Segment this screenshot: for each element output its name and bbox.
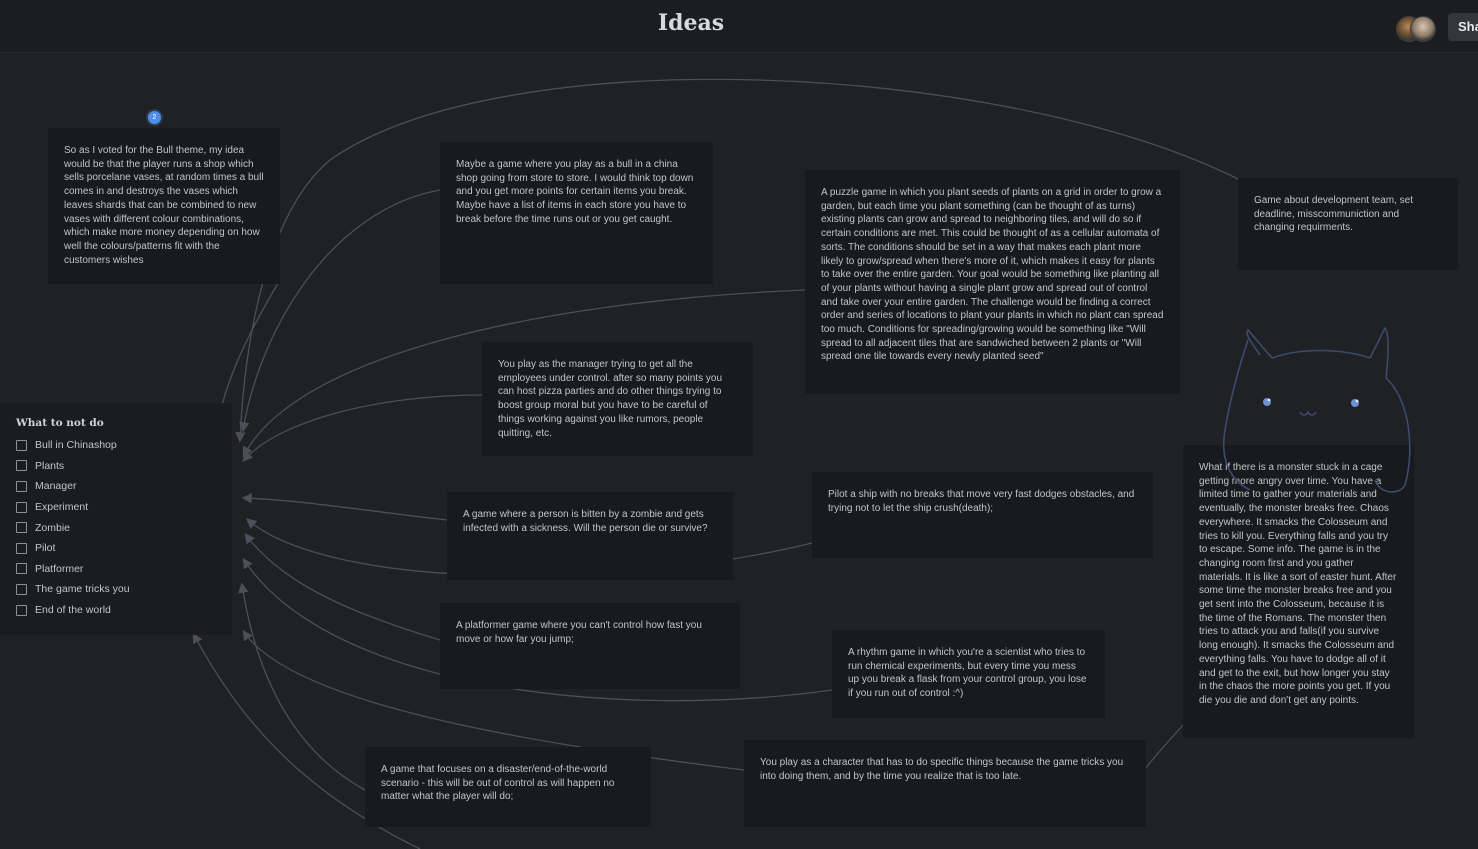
card-text: You play as the manager trying to get al…	[498, 359, 723, 439]
idea-card-rhythm[interactable]: A rhythm game in which you're a scientis…	[832, 630, 1105, 718]
checkbox[interactable]	[16, 604, 27, 616]
idea-card-zombie[interactable]: A game where a person is bitten by a zom…	[447, 492, 733, 580]
collaborator-avatars[interactable]	[1396, 16, 1440, 42]
checklist-item-label: Platformer	[35, 562, 84, 575]
checklist-item-label: End of the world	[35, 604, 111, 617]
checklist-item-label: Pilot	[35, 542, 56, 555]
idea-card-platformer[interactable]: A platformer game where you can't contro…	[440, 603, 740, 689]
checklist-item[interactable]: Plants	[16, 456, 216, 477]
page-title: Ideas	[657, 10, 725, 36]
share-button[interactable]: Sha	[1448, 13, 1478, 41]
idea-card-disaster[interactable]: A game that focuses on a disaster/end-of…	[365, 747, 651, 827]
card-text: You play as a character that has to do s…	[760, 757, 1124, 782]
connector-platformer	[244, 532, 441, 641]
card-text: Pilot a ship with no breaks that move ve…	[828, 489, 1135, 514]
checklist-item-label: Plants	[35, 459, 65, 472]
checklist-item[interactable]: Manager	[16, 476, 216, 497]
card-text: A puzzle game in which you plant seeds o…	[821, 187, 1164, 363]
checklist-item[interactable]: Experiment	[16, 497, 216, 518]
checkbox[interactable]	[16, 501, 27, 513]
checklist-item-label: The game tricks you	[35, 583, 130, 596]
checklist-item-label: Bull in Chinashop	[35, 439, 117, 452]
checklist-item-label: Zombie	[35, 521, 71, 534]
checklist-item[interactable]: Zombie	[16, 517, 216, 538]
idea-card-tricks[interactable]: You play as a character that has to do s…	[744, 740, 1146, 827]
checklist-item[interactable]: Pilot	[16, 538, 216, 559]
idea-card-monster[interactable]: What if there is a monster stuck in a ca…	[1183, 445, 1414, 738]
card-text: A platformer game where you can't contro…	[456, 620, 702, 645]
card-text: What if there is a monster stuck in a ca…	[1199, 462, 1397, 706]
connector-manager	[242, 394, 483, 462]
avatar[interactable]	[1410, 16, 1436, 42]
checklist-title: What to not do	[16, 417, 104, 429]
checkbox[interactable]	[16, 522, 27, 534]
checkbox[interactable]	[16, 563, 27, 575]
card-text: A rhythm game in which you're a scientis…	[848, 647, 1087, 700]
idea-card-dev-team[interactable]: Game about development team, set deadlin…	[1238, 178, 1458, 270]
checklist-item[interactable]: The game tricks you	[16, 579, 216, 600]
connector-monster	[1145, 724, 1184, 769]
connector-zombie	[241, 493, 448, 521]
checklist-item[interactable]: Bull in Chinashop	[16, 435, 216, 456]
idea-card-bull-vases[interactable]: So as I voted for the Bull theme, my ide…	[48, 128, 280, 284]
card-text: Game about development team, set deadlin…	[1254, 195, 1413, 234]
checkbox[interactable]	[16, 583, 27, 595]
card-text: A game where a person is bitten by a zom…	[463, 509, 708, 534]
checklist-item[interactable]: Platformer	[16, 559, 216, 580]
top-bar: Ideas Sha	[0, 0, 1478, 53]
idea-card-pilot[interactable]: Pilot a ship with no breaks that move ve…	[812, 472, 1153, 558]
checklist-card[interactable]: What to not do Bull in Chinashop Plants …	[0, 403, 232, 635]
card-text: So as I voted for the Bull theme, my ide…	[64, 145, 264, 266]
checkbox[interactable]	[16, 460, 27, 472]
checklist-item-label: Experiment	[35, 501, 89, 514]
checkbox[interactable]	[16, 480, 27, 492]
checklist-item-label: Manager	[35, 480, 77, 493]
connector-disaster	[238, 582, 366, 791]
checkbox[interactable]	[16, 439, 27, 451]
idea-card-bull-china[interactable]: Maybe a game where you play as a bull in…	[440, 142, 713, 284]
checklist-items: Bull in Chinashop Plants Manager Experim…	[16, 435, 216, 620]
checklist-item[interactable]: End of the world	[16, 600, 216, 621]
comment-pin[interactable]: 2	[148, 111, 161, 124]
card-text: A game that focuses on a disaster/end-of…	[381, 764, 615, 803]
idea-card-plants[interactable]: A puzzle game in which you plant seeds o…	[805, 170, 1180, 394]
card-text: Maybe a game where you play as a bull in…	[456, 159, 694, 225]
checkbox[interactable]	[16, 542, 27, 554]
idea-card-manager[interactable]: You play as the manager trying to get al…	[482, 342, 753, 456]
